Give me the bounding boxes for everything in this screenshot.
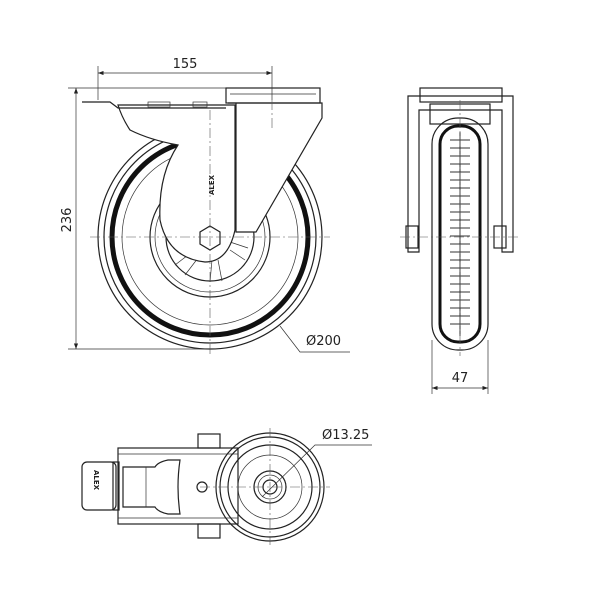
bracket-logo: ALEX xyxy=(208,174,216,195)
dimension-axle-13-25: Ø13.25 xyxy=(261,428,372,498)
dimension-diameter-200: Ø200 xyxy=(279,325,350,353)
fork-bracket: ALEX xyxy=(82,87,323,263)
dim-label-47: 47 xyxy=(452,371,469,386)
dim-label-236: 236 xyxy=(60,208,75,233)
side-view: ALEX 155 236 Ø200 xyxy=(60,57,350,356)
top-view: ALEX Ø13.25 xyxy=(81,428,372,545)
dimension-width-47: 47 xyxy=(431,340,489,394)
dim-label-d13-25: Ø13.25 xyxy=(322,428,369,443)
dim-label-155: 155 xyxy=(173,57,198,72)
dimension-height-236: 236 xyxy=(60,87,226,350)
dimension-width-155: 155 xyxy=(97,57,273,100)
pedal-logo: ALEX xyxy=(92,470,100,491)
dim-label-d200: Ø200 xyxy=(306,334,341,349)
front-view: 47 xyxy=(400,87,520,394)
